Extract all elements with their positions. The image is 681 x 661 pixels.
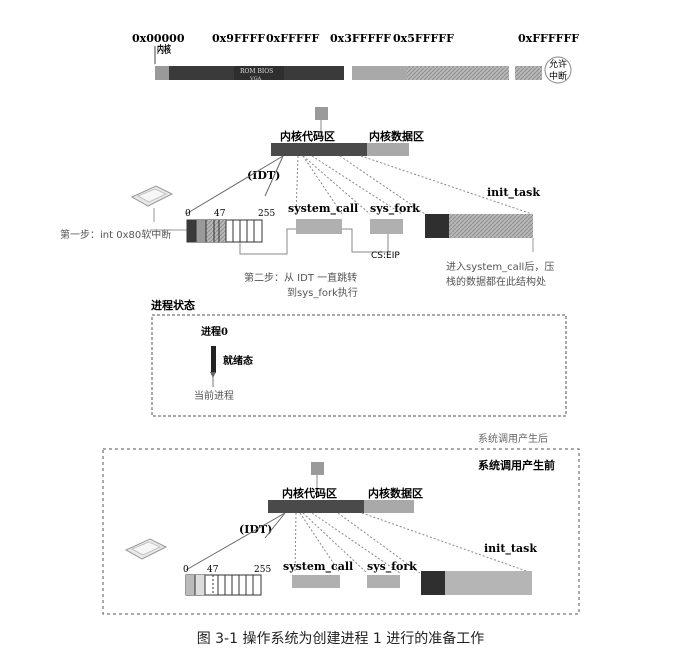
process-state-panel: 进程状态 进程0 就绪态 当前进程 [151,298,567,417]
addr-9ffff: 0x9FFFF [212,32,265,45]
memory-kernel-block [155,66,169,80]
jump-path-2 [342,228,389,253]
after-syscall-line1: 进入system_call后，压 [446,261,554,273]
kernel-data-label: 内核数据区 [369,129,424,143]
memory-top-block [515,66,542,80]
memory-high-block [407,66,509,80]
bottom-kernel-data-block [364,500,414,513]
kernel-zoom-marker [315,107,328,120]
kernel-code-label: 内核代码区 [280,129,335,143]
bottom-init-task-label: init_task [484,542,537,556]
memory-map: 0x00000 0x9FFFF 0xFFFFF 0x3FFFFF 0x5FFFF… [132,32,579,84]
idt-table [186,219,263,243]
memory-mid-block [352,66,407,80]
bottom-idt-tick-255: 255 [254,565,271,575]
idt-tick-47: 47 [214,209,226,219]
memory-break-1 [344,66,352,80]
before-syscall-title: 系统调用产生前 [478,458,555,472]
process-state-title: 进程状态 [151,298,195,312]
sys-fork-label: sys_fork [370,202,420,216]
vga-label: VGA [249,76,262,82]
idt-tick-0: 0 [185,209,191,219]
kernel-code-block [271,143,367,156]
bottom-system-call-label: system_call [283,560,353,574]
bottom-cpu-chip-icon [124,538,168,560]
bottom-init-task-dark-block [421,571,445,595]
addr-5fffff: 0x5FFFFF [393,32,454,45]
allow-interrupt-text-1: 允许 [549,58,567,70]
bottom-sys-fork-label: sys_fork [367,560,417,574]
bottom-kernel-code-label: 内核代码区 [282,486,337,500]
system-call-block [296,219,342,234]
allow-interrupt-text-2: 中断 [549,70,567,82]
sys-fork-block [370,219,403,234]
idt-tick-255: 255 [258,209,275,219]
allow-interrupt-badge [544,56,572,84]
step2-line1: 第二步：从 IDT 一直跳转 [244,271,357,284]
memory-bios-region [234,66,284,80]
process-state-frame [151,314,567,417]
bottom-system-call-block [292,575,340,588]
bottom-idt-tick-47: 47 [207,565,219,575]
bottom-sys-fork-block [367,575,400,588]
cpu-chip-icon [130,185,174,222]
step2-line2: 到sys_fork执行 [287,286,358,299]
jump-path [239,228,296,255]
bottom-idt-tick-0: 0 [183,565,189,575]
addr-3fffff: 0x3FFFFF [330,32,391,45]
top-kernel-detail: 内核代码区 内核数据区 (IDT) 第一步：int 0x80软中断 0 47 2… [60,107,554,299]
after-syscall-label: 系统调用产生后 [478,432,548,445]
process0-label: 进程0 [201,325,228,338]
before-syscall-panel: 系统调用产生前 内核代码区 内核数据区 (IDT) 0 47 255 [102,448,580,615]
idt-label: (IDT) [247,169,280,182]
current-process-label: 当前进程 [194,389,234,402]
bottom-kernel-zoom-marker [311,462,324,475]
kernel-data-block [367,143,409,156]
figure-caption: 图 3-1 操作系统为创建进程 1 进行的准备工作 [196,631,485,647]
init-task-hatched-block [449,214,533,238]
init-task-label: init_task [487,186,540,200]
memory-break-2 [509,66,515,80]
bottom-idt-table [185,574,262,596]
step1-label: 第一步：int 0x80软中断 [60,228,171,241]
bottom-init-task-light-block [445,571,532,595]
process0-bar [211,346,216,373]
bottom-kernel-code-block [268,500,364,513]
init-task-dark-block [425,214,449,238]
rom-bios-label: ROM BIOS [240,68,273,75]
addr-fffff: 0xFFFFF [266,32,319,45]
before-syscall-frame [102,448,580,615]
addr-end: 0xFFFFFF [518,32,579,45]
addr-start: 0x00000 [132,32,185,45]
system-call-label: system_call [288,202,358,216]
ready-state-label: 就绪态 [223,354,253,367]
bottom-kernel-data-label: 内核数据区 [368,486,423,500]
cs-eip-label: CS:EIP [371,251,400,261]
after-syscall-line2: 栈的数据都在此结构处 [446,275,546,288]
kernel-vertical-label-1: 内核 [157,43,171,56]
